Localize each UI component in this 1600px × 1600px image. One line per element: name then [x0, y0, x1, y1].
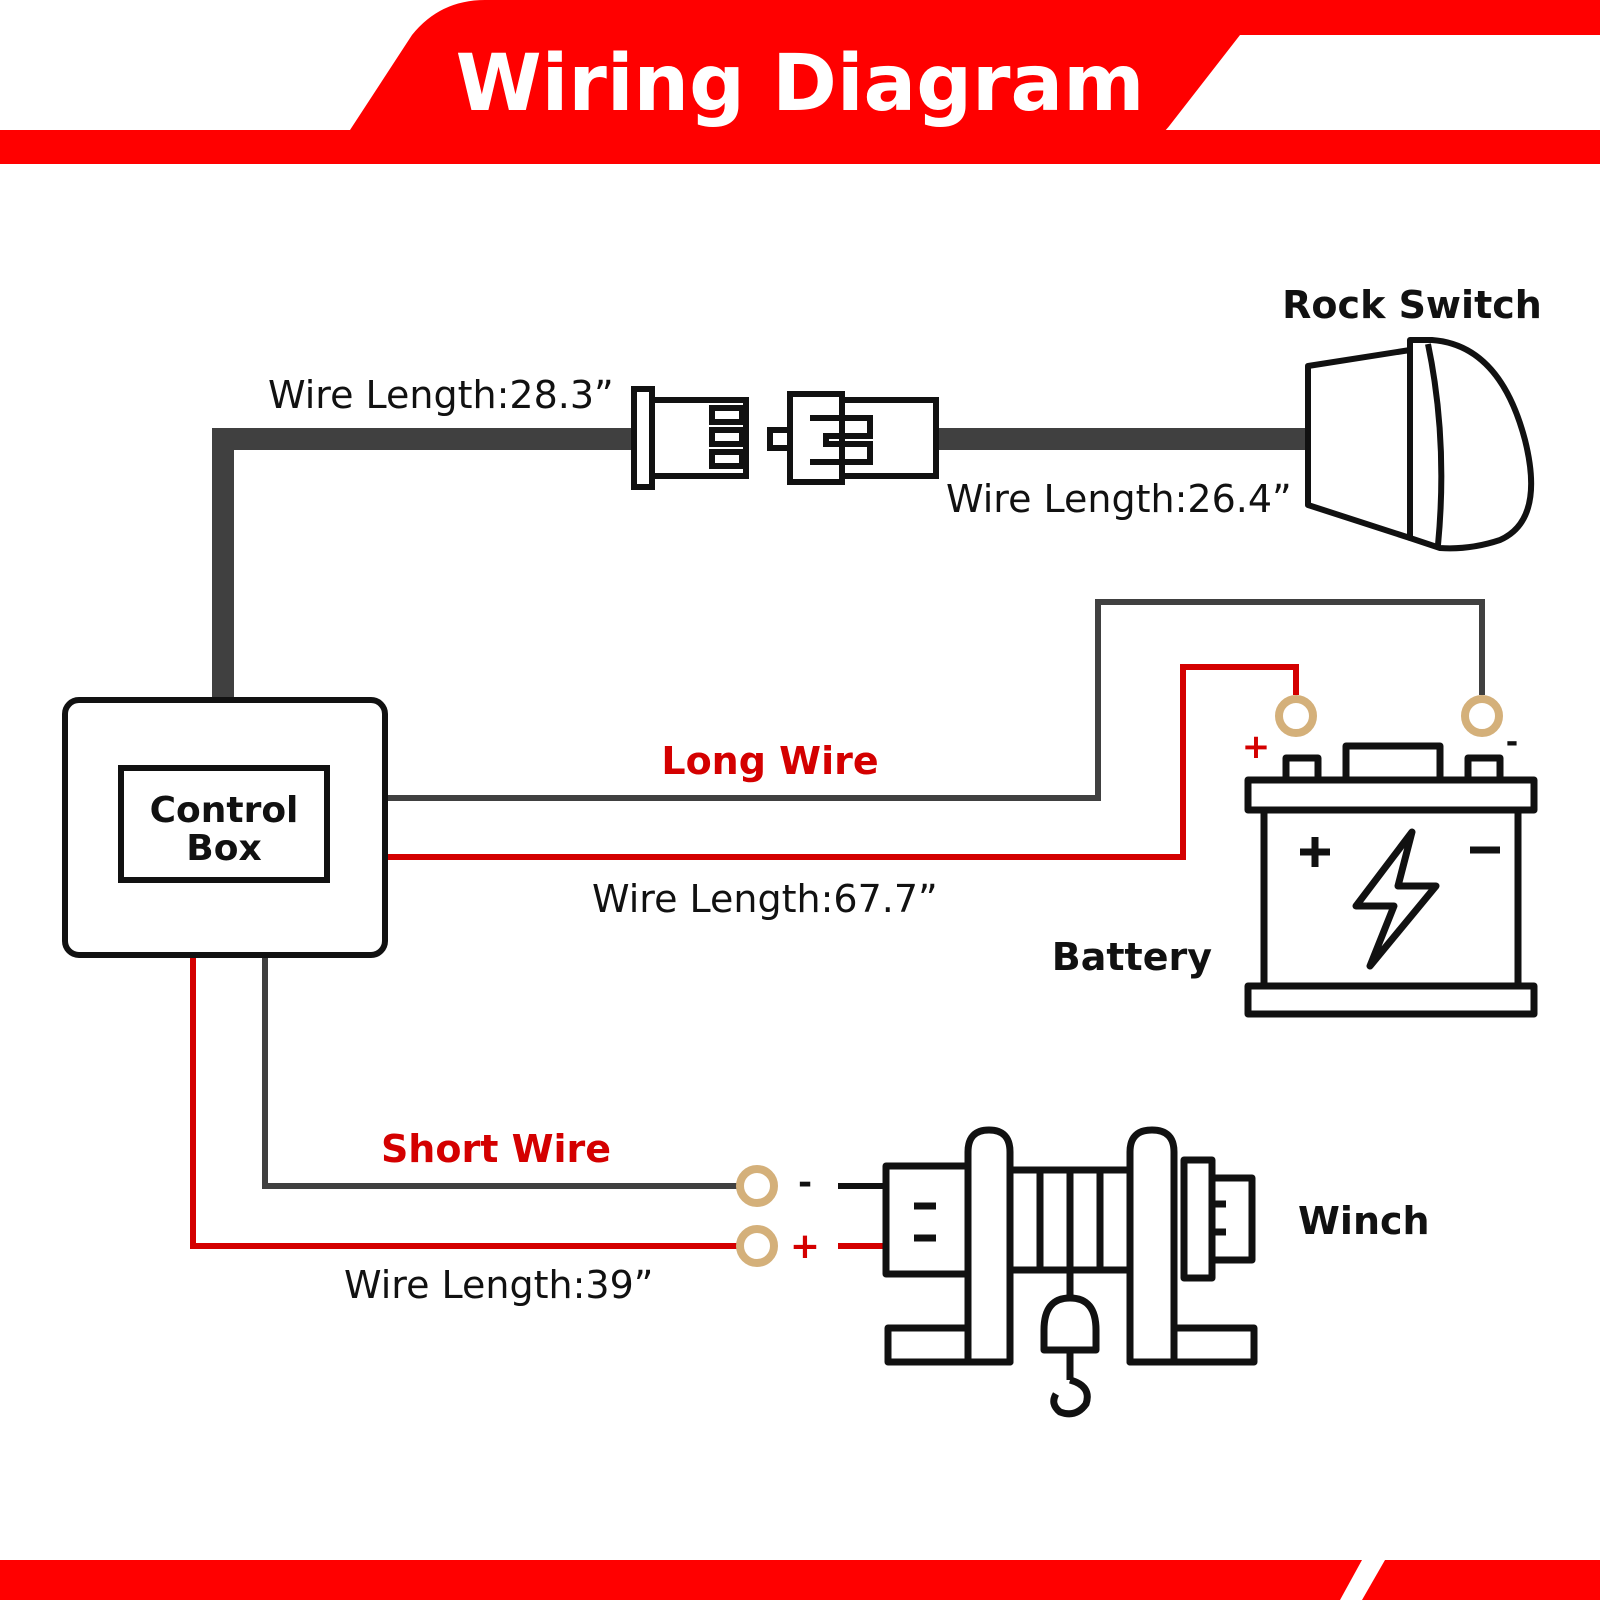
switch-wire — [212, 428, 1310, 700]
battery-label: Battery — [1052, 935, 1212, 979]
winch-plus-sign: + — [790, 1226, 820, 1267]
long-wire — [387, 599, 1485, 860]
battery-icon — [1244, 742, 1538, 1018]
header-banner: Wiring Diagram — [0, 0, 1600, 164]
long-wire-label: Long Wire — [661, 739, 878, 783]
winch-minus-sign: - — [798, 1163, 812, 1203]
battery-terminals: + - — [1242, 695, 1518, 767]
winch-terminals: - + — [736, 1163, 886, 1267]
battery-negative-terminal — [1461, 695, 1503, 737]
short-wire-label: Short Wire — [381, 1127, 611, 1171]
winch-label: Winch — [1298, 1199, 1430, 1243]
connector-plug — [631, 386, 939, 490]
battery-wire-length-label: Wire Length:67.7” — [592, 877, 938, 921]
control-box-label-line1: Control — [150, 790, 299, 831]
switch-right-length-label: Wire Length:26.4” — [946, 477, 1292, 521]
control-box: Control Box — [62, 697, 388, 958]
control-box-label-line2: Box — [186, 828, 261, 869]
winch-positive-terminal — [736, 1225, 778, 1267]
battery-positive-terminal — [1275, 695, 1317, 737]
rock-switch-icon — [1305, 337, 1535, 552]
footer-banner — [0, 1560, 1600, 1600]
battery-plus-sign: + — [1242, 727, 1271, 767]
winch-wire-length-label: Wire Length:39” — [344, 1263, 653, 1307]
winch-icon — [882, 1126, 1258, 1418]
page-title: Wiring Diagram — [456, 39, 1145, 129]
switch-left-length-label: Wire Length:28.3” — [268, 373, 614, 417]
winch-negative-terminal — [736, 1165, 778, 1207]
rock-switch-label: Rock Switch — [1282, 283, 1542, 327]
short-wire — [190, 955, 740, 1249]
battery-minus-sign: - — [1506, 725, 1518, 760]
